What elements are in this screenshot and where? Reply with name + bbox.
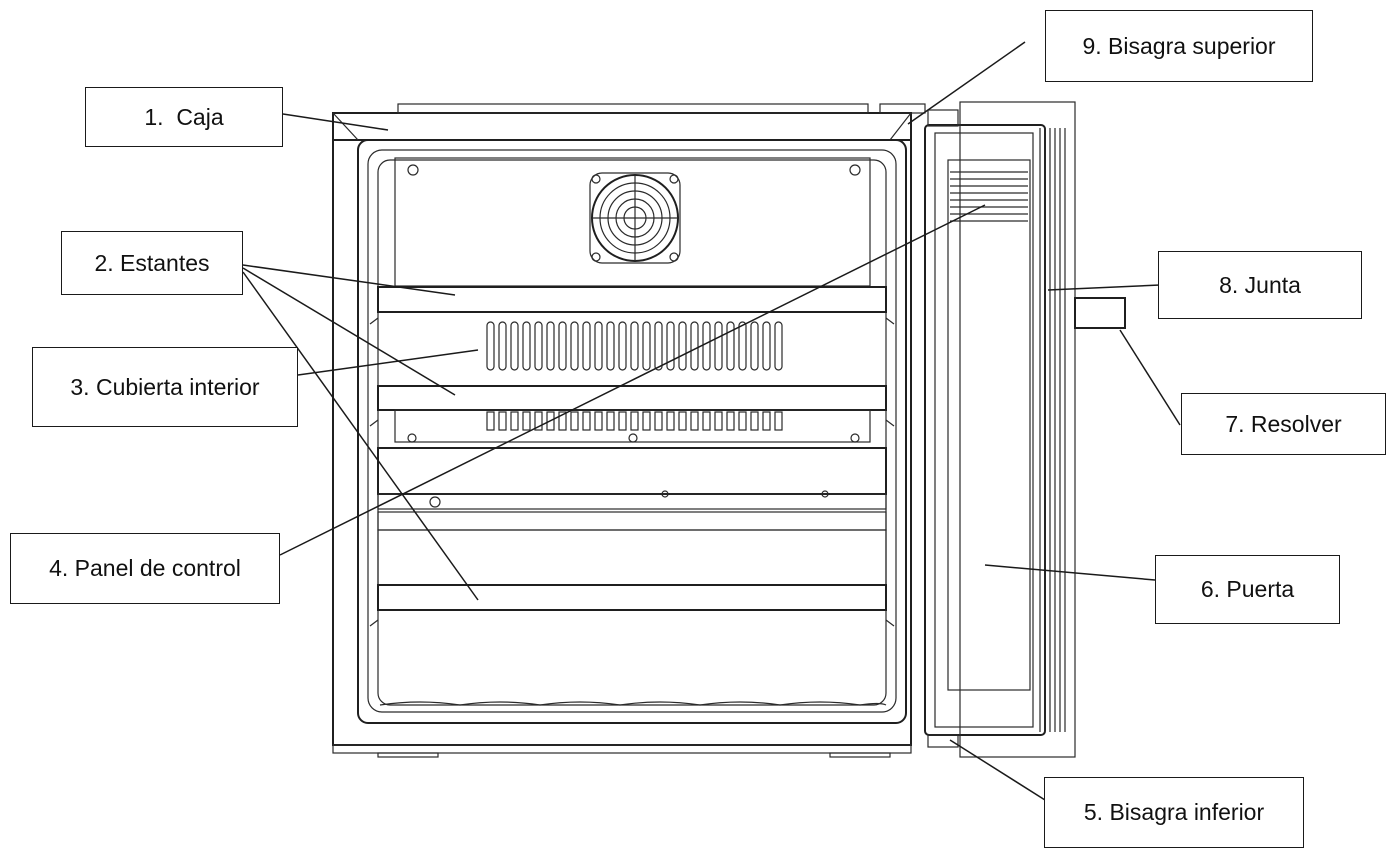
lower-vent-slot (522, 411, 531, 431)
lower-vent-slot (510, 411, 519, 431)
lower-vent-slot (618, 411, 627, 431)
vent-slot (522, 321, 531, 371)
control-panel (377, 447, 887, 510)
vent-slot (558, 321, 567, 371)
gasket (1039, 128, 1066, 732)
leader-caja (282, 113, 389, 131)
lower-vent-slot (762, 411, 771, 431)
bottom-hinge (927, 734, 959, 748)
leader-bisagra-inf (949, 739, 1046, 801)
lower-vent-slot (666, 411, 675, 431)
vent-slot (738, 321, 747, 371)
lower-vent-slot (654, 411, 663, 431)
leader-panel (279, 204, 986, 556)
lower-vent-slot (582, 411, 591, 431)
lower-vent-slot (642, 411, 651, 431)
vent-slot (606, 321, 615, 371)
vent-slot (486, 321, 495, 371)
inner-liner (357, 139, 907, 724)
inner-cover-vents (486, 321, 783, 431)
leader-estantes-2 (242, 267, 456, 396)
label-caja: 1. Caja (85, 87, 283, 147)
vent-slot (594, 321, 603, 371)
door-top-stripes (950, 171, 1028, 222)
lower-vent-slot (486, 411, 495, 431)
label-cubierta-interior: 3. Cubierta interior (32, 347, 298, 427)
label-puerta: 6. Puerta (1155, 555, 1340, 624)
lower-vent-slot (774, 411, 783, 431)
lower-vent-slot (678, 411, 687, 431)
lower-vent-slot (750, 411, 759, 431)
vent-slot (678, 321, 687, 371)
leader-lines (242, 41, 1181, 801)
leader-resolver (1119, 329, 1181, 426)
vent-slot (702, 321, 711, 371)
lower-vent-slot (630, 411, 639, 431)
fan-icon (589, 172, 681, 264)
label-bisagra-superior: 9. Bisagra superior (1045, 10, 1313, 82)
vent-slot (726, 321, 735, 371)
vent-slot (666, 321, 675, 371)
vent-slot (534, 321, 543, 371)
vent-slot (618, 321, 627, 371)
top-hinge (927, 109, 959, 127)
vent-slot (714, 321, 723, 371)
shelf-bottom (369, 584, 895, 627)
cabinet-body (332, 103, 926, 758)
leader-puerta (984, 564, 1156, 581)
label-bisagra-inferior: 5. Bisagra inferior (1044, 777, 1304, 848)
vent-slot (762, 321, 771, 371)
label-panel-de-control: 4. Panel de control (10, 533, 280, 604)
label-estantes: 2. Estantes (61, 231, 243, 295)
leader-estantes-1 (242, 264, 456, 296)
vent-slot (654, 321, 663, 371)
leader-bisagra-sup (907, 41, 1026, 125)
door (924, 101, 1076, 758)
lower-vent-slot (498, 411, 507, 431)
vent-slot (642, 321, 651, 371)
vent-slot (498, 321, 507, 371)
lower-vent-slot (738, 411, 747, 431)
lower-vent-slot (546, 411, 555, 431)
lower-vent-slot (690, 411, 699, 431)
vent-slot (774, 321, 783, 371)
shelf-lower-box (377, 511, 887, 586)
bottom-wave (379, 701, 887, 706)
cover-plate (394, 409, 871, 443)
vent-slot (546, 321, 555, 371)
vent-slot (630, 321, 639, 371)
lower-vent-slot (594, 411, 603, 431)
lower-vent-slot (570, 411, 579, 431)
fan-panel (394, 157, 871, 287)
vent-slot (510, 321, 519, 371)
lower-vent-slot (558, 411, 567, 431)
leader-cubierta (297, 349, 479, 376)
lower-vent-slot (534, 411, 543, 431)
vent-slot (750, 321, 759, 371)
lower-vent-slot (702, 411, 711, 431)
vent-slot (690, 321, 699, 371)
lower-vent-slot (606, 411, 615, 431)
lower-vent-slot (726, 411, 735, 431)
shelf-top (369, 286, 895, 325)
label-junta: 8. Junta (1158, 251, 1362, 319)
leader-junta (1047, 284, 1161, 291)
vent-slot (582, 321, 591, 371)
label-resolver: 7. Resolver (1181, 393, 1386, 455)
lower-vent-slot (714, 411, 723, 431)
leader-estantes-3 (242, 271, 479, 601)
handle (1074, 297, 1126, 329)
vent-slot (570, 321, 579, 371)
